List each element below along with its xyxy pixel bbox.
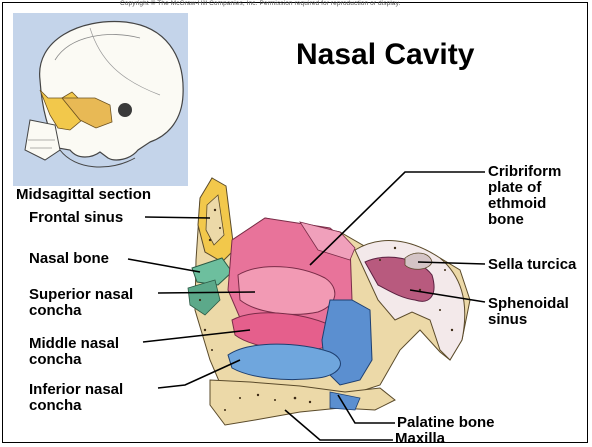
label-middle-concha: Middle nasal concha: [29, 336, 119, 368]
label-sphenoidal-line1: Sphenoidal: [488, 296, 569, 312]
skull-inset-icon: [25, 22, 183, 167]
label-nasal-bone: Nasal bone: [29, 251, 109, 267]
label-cribriform-plate: Cribriform plate of ethmoid bone: [488, 164, 561, 228]
inset-caption: Midsagittal section: [16, 187, 151, 203]
label-superior-concha-line2: concha: [29, 303, 133, 319]
label-sella-turcica: Sella turcica: [488, 257, 576, 273]
label-cribriform-line3: ethmoid: [488, 196, 561, 212]
label-superior-concha: Superior nasal concha: [29, 287, 133, 319]
label-palatine-bone: Palatine bone: [397, 415, 495, 431]
label-middle-concha-line1: Middle nasal: [29, 336, 119, 352]
label-inferior-concha-line2: concha: [29, 398, 123, 414]
label-middle-concha-line2: concha: [29, 352, 119, 368]
label-maxilla: Maxilla: [395, 431, 445, 447]
label-sphenoidal-sinus: Sphenoidal sinus: [488, 296, 569, 328]
label-cribriform-line4: bone: [488, 212, 561, 228]
label-inferior-concha: Inferior nasal concha: [29, 382, 123, 414]
label-inferior-concha-line1: Inferior nasal: [29, 382, 123, 398]
label-superior-concha-line1: Superior nasal: [29, 287, 133, 303]
page-title: Nasal Cavity: [296, 38, 474, 72]
label-frontal-sinus: Frontal sinus: [29, 210, 123, 226]
label-sphenoidal-line2: sinus: [488, 312, 569, 328]
label-cribriform-line2: plate of: [488, 180, 561, 196]
label-cribriform-line1: Cribriform: [488, 164, 561, 180]
